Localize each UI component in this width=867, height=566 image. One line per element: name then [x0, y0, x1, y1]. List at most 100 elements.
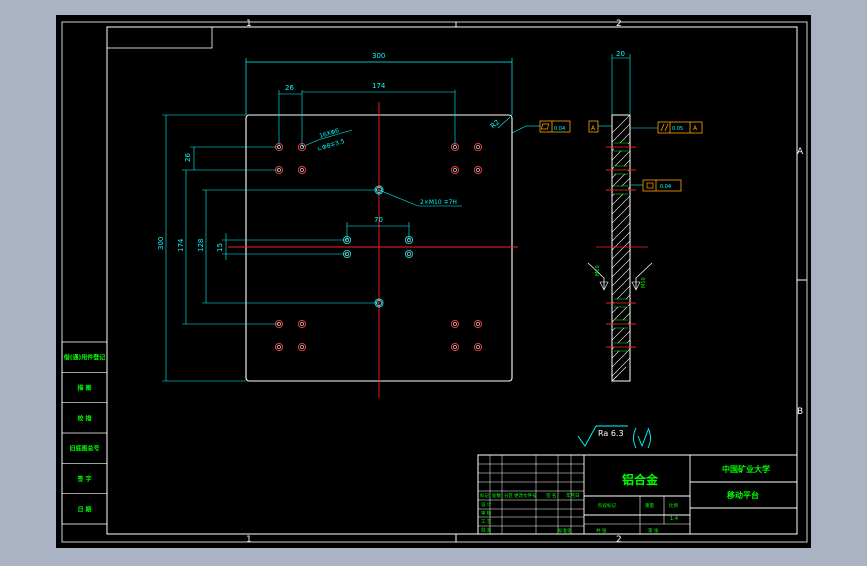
small-hole — [404, 249, 413, 258]
label-standard: 标准化 — [558, 527, 572, 534]
title-block-grid — [478, 454, 584, 535]
hatch-line — [612, 115, 630, 134]
counterbored-hole — [274, 165, 284, 175]
flatness-box — [539, 120, 571, 133]
title-block: 铝合金 中国矿业大学 移动平台 1:4 阶段标记 重量 比例 标准化 共 张 第… — [477, 454, 798, 535]
counterbored-hole — [450, 142, 460, 152]
counterbored-hole — [297, 142, 307, 152]
threaded-hole — [374, 298, 384, 308]
tb-col-header: 更改文件号 — [514, 492, 537, 499]
dim-offset-26: 26 — [285, 84, 294, 92]
dim-spacing-174: 174 — [372, 82, 386, 90]
hatch-line — [612, 267, 630, 287]
dim-side-26: 26 — [184, 153, 192, 162]
dim-height-15: 15 — [216, 243, 224, 252]
hatch-line — [612, 240, 630, 260]
drawing-sheet — [56, 15, 811, 548]
counterbored-hole — [473, 165, 483, 175]
flatness-value-1: 0.04 — [554, 126, 565, 132]
counterbored-hole — [274, 319, 284, 329]
roughness-label: Ra 6.3 — [598, 429, 624, 438]
leader-line — [301, 139, 319, 148]
counterbored-hole — [473, 142, 483, 152]
zone-label-bottom-1: 1 — [246, 535, 252, 545]
counterbored-hole — [297, 342, 307, 352]
hatch-line — [612, 357, 630, 377]
zone-label-top-2: 2 — [616, 19, 622, 29]
university-name: 中国矿业大学 — [722, 464, 770, 474]
counterbored-hole — [473, 342, 483, 352]
flatness-value-2: 0.04 — [660, 184, 671, 190]
parallel-value: 0.05 — [672, 126, 683, 132]
section-marker-right — [635, 262, 653, 290]
tb-sign-label: 批 准 — [481, 527, 492, 534]
tb-sign-label: 设 计 — [481, 501, 492, 508]
small-hole — [342, 235, 351, 244]
zone-label-top-1: 1 — [246, 19, 252, 29]
outer-frame — [61, 21, 808, 543]
label-weight: 重量 — [645, 502, 654, 509]
leader-line — [378, 189, 419, 207]
counterbored-hole — [274, 142, 284, 152]
dim-height-128: 128 — [197, 239, 205, 252]
strip-label: 日 期 — [77, 505, 91, 513]
counterbored-hole — [297, 165, 307, 175]
hatch-line — [612, 123, 630, 143]
flatness-box-2 — [642, 179, 682, 192]
parallel-datum: A — [693, 125, 698, 132]
leader-line — [511, 125, 527, 134]
datum-a: A — [591, 125, 596, 132]
strip-label: 借(通)用件登记 — [63, 354, 106, 362]
roughness-paren-symbol — [633, 427, 651, 449]
dim-width: 300 — [372, 52, 385, 60]
dim-height-174: 174 — [177, 238, 185, 252]
parallel-symbol — [660, 123, 665, 132]
hatch-line — [612, 375, 618, 381]
parallelism-box — [657, 121, 703, 134]
dim-thickness: 20 — [616, 50, 625, 58]
tb-col-header: 标记 — [480, 492, 489, 499]
leader-line — [497, 116, 511, 129]
material-name: 铝合金 — [622, 472, 659, 487]
strip-label: 签 字 — [76, 475, 91, 483]
counterbored-hole — [274, 342, 284, 352]
side-view: 20 A 0.04 0.05 A 0.04 M10 — [511, 50, 703, 382]
threaded-hole — [374, 185, 384, 195]
flatness-symbol — [540, 123, 550, 130]
section-marker-left — [587, 262, 605, 290]
scale-value: 1:4 — [670, 516, 678, 522]
counterbored-hole — [473, 319, 483, 329]
section-arrow-left — [599, 281, 609, 291]
note-thread: 2×M10 ∓7H — [420, 199, 457, 206]
side-hole-lines — [606, 142, 636, 352]
label-sheet-no: 第 张 — [648, 527, 659, 534]
hatch-line — [612, 213, 630, 233]
datum-box — [588, 120, 599, 133]
strip-label: 旧底图总号 — [69, 445, 99, 453]
zone-label-right-b: B — [797, 407, 803, 417]
section-label-left: M10 — [595, 265, 601, 276]
strip-label: 描 图 — [77, 384, 91, 392]
side-section-outline — [611, 114, 631, 382]
small-hole — [342, 249, 351, 258]
strip-label: 校 描 — [77, 414, 91, 422]
counterbored-hole-group — [274, 142, 483, 352]
tb-col-header: 分区 — [504, 492, 513, 499]
small-hole-group — [342, 235, 413, 258]
label-stage: 阶段标记 — [598, 502, 616, 509]
flatness-symbol-2 — [646, 182, 654, 189]
hatch-line — [612, 204, 630, 224]
tb-sign-label: 工 艺 — [481, 519, 492, 525]
tb-col-header: 年月日 — [566, 492, 580, 499]
hatch-line — [612, 195, 630, 215]
label-scale: 比例 — [669, 502, 678, 509]
zone-label-right-a: A — [797, 147, 804, 157]
tb-col-header: 处数 — [492, 492, 501, 499]
hatch-line — [612, 249, 630, 269]
corner-block — [106, 26, 213, 49]
section-label-right: M10 — [641, 277, 647, 288]
small-hole — [404, 235, 413, 244]
hatch-line — [612, 222, 630, 242]
counterbored-hole — [450, 319, 460, 329]
